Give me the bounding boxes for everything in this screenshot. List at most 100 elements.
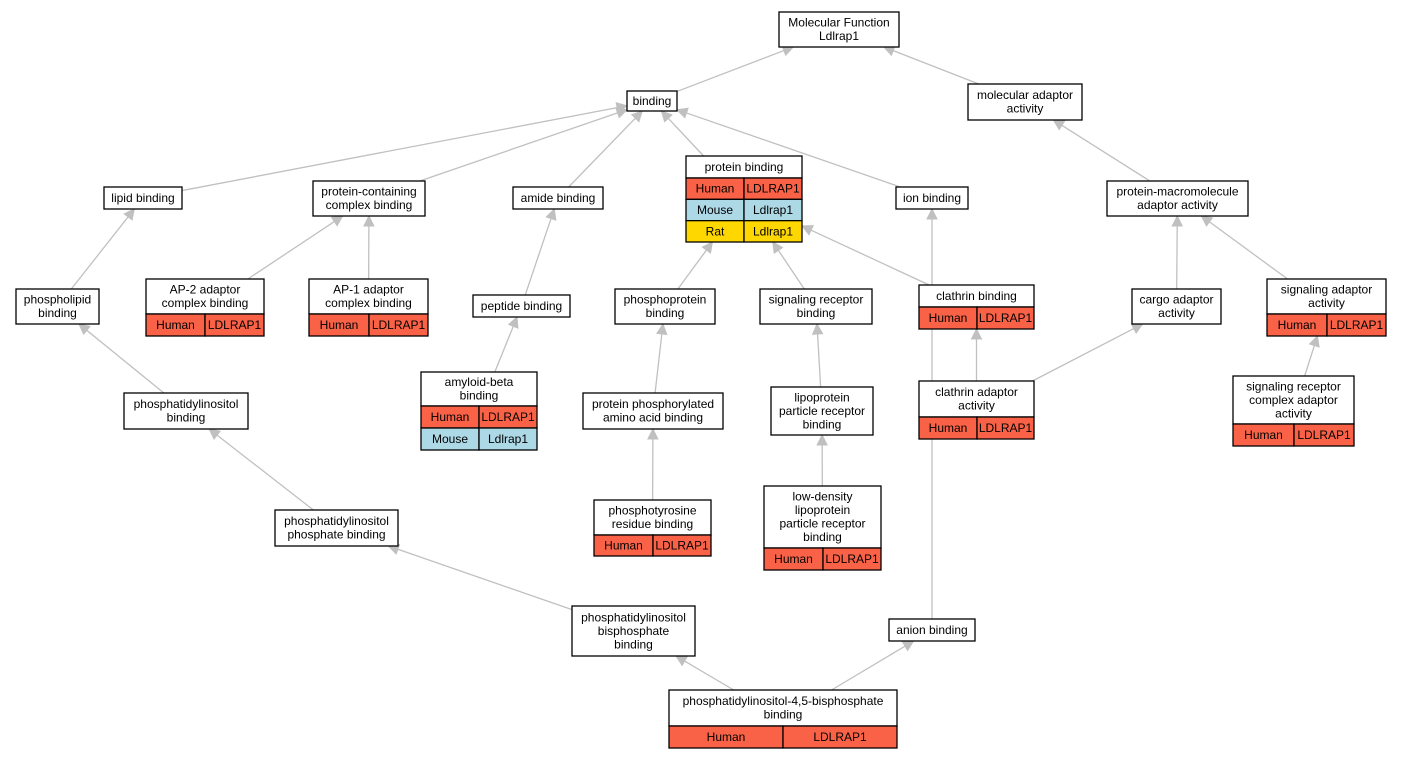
node-box — [614, 288, 716, 325]
edge-line — [1304, 345, 1315, 377]
edge-line — [247, 220, 335, 280]
edge-molecular-adaptor-activity-to-mf — [882, 45, 980, 85]
gene-symbol: LDLRAP1 — [1330, 318, 1384, 332]
edge-protein-binding-to-binding — [660, 110, 705, 157]
go-term-node-anion-binding[interactable]: anion binding — [888, 618, 976, 642]
edge-protein-macromolecule-adaptor-activity-to-molecular-adaptor-activity — [1052, 119, 1151, 182]
go-term-node-pip2-binding[interactable]: phosphatidylinositol-4,5-bisphosphatebin… — [668, 689, 898, 749]
edge-phospholipid-binding-to-lipid-binding — [70, 208, 135, 290]
node-box — [1131, 288, 1222, 325]
edge-clathrin-adaptor-activity-to-cargo-adaptor-activity — [1032, 323, 1144, 382]
node-label-line: signaling receptor — [1246, 379, 1341, 393]
gene-symbol: LDLRAP1 — [372, 318, 426, 332]
node-label-line: amyloid-beta — [445, 375, 514, 389]
edge-arrowhead — [615, 107, 629, 119]
node-label-line: lipoprotein — [794, 390, 849, 404]
edge-ap1-adaptor-complex-binding-to-protein-containing-complex-binding — [363, 214, 375, 280]
edge-arrowhead — [675, 107, 689, 119]
node-box — [15, 288, 100, 325]
gene-symbol: LDLRAP1 — [825, 552, 879, 566]
node-label-line: binding — [38, 306, 77, 320]
node-label-line: phosphate binding — [287, 528, 385, 542]
go-term-node-ion-binding[interactable]: ion binding — [895, 186, 969, 210]
species-name: Human — [156, 318, 195, 332]
edge-line — [419, 112, 618, 182]
node-label-line: clathrin adaptor — [935, 385, 1018, 399]
edge-peptide-binding-to-amide-binding — [524, 207, 557, 296]
node-label-line: ion binding — [903, 191, 961, 205]
node-label-line: bisphosphate — [598, 624, 670, 638]
node-box — [472, 294, 571, 318]
edge-arrowhead — [800, 225, 814, 236]
node-label-line: activity — [958, 399, 995, 413]
gene-cell — [976, 306, 1035, 330]
node-label-line: cargo adaptor — [1139, 293, 1213, 307]
edge-amyloid-beta-binding-to-peptide-binding — [494, 315, 519, 373]
edge-line — [810, 229, 930, 286]
species-name: Human — [707, 730, 746, 744]
node-box — [778, 11, 900, 48]
edge-arrowhead — [330, 215, 344, 227]
edge-pip2-binding-to-anion-binding — [831, 640, 915, 691]
edge-arrowhead — [363, 214, 375, 227]
node-box — [626, 90, 678, 112]
node-label-line: phosphoprotein — [624, 293, 707, 307]
node-label-line: low-density — [792, 490, 852, 504]
node-label-line: signaling adaptor — [1281, 283, 1372, 297]
gene-symbol: LDLRAP1 — [979, 311, 1033, 325]
gene-cell — [478, 427, 538, 451]
node-label-line: particle receptor — [779, 517, 865, 531]
edges-layer — [70, 45, 1320, 691]
go-term-node-lipid-binding[interactable]: lipid binding — [103, 186, 183, 210]
edge-line — [654, 333, 663, 394]
node-box — [668, 689, 898, 727]
edge-protein-containing-complex-binding-to-binding — [419, 107, 629, 182]
edge-line — [676, 49, 785, 93]
node-label-line: protein-containing — [321, 185, 416, 199]
node-label-line: binding — [803, 530, 842, 544]
edge-line — [892, 50, 980, 85]
gene-symbol: LDLRAP1 — [1297, 428, 1351, 442]
edge-ap2-adaptor-complex-binding-to-protein-containing-complex-binding — [247, 215, 344, 280]
node-box — [770, 386, 874, 436]
node-label-line: signaling receptor — [769, 293, 864, 307]
edge-phosphoprotein-binding-to-protein-binding — [677, 241, 714, 290]
go-term-node-peptide-binding[interactable]: peptide binding — [472, 294, 571, 318]
edge-line — [686, 112, 901, 188]
edge-line — [181, 106, 618, 192]
edge-line — [568, 117, 636, 188]
node-label-line: amide binding — [521, 191, 596, 205]
go-term-node-binding[interactable]: binding — [626, 90, 678, 112]
edge-arrowhead — [901, 640, 915, 652]
species-name: Human — [604, 539, 643, 553]
go-term-node-amide-binding[interactable]: amide binding — [512, 186, 604, 210]
edge-arrowhead — [545, 207, 557, 221]
